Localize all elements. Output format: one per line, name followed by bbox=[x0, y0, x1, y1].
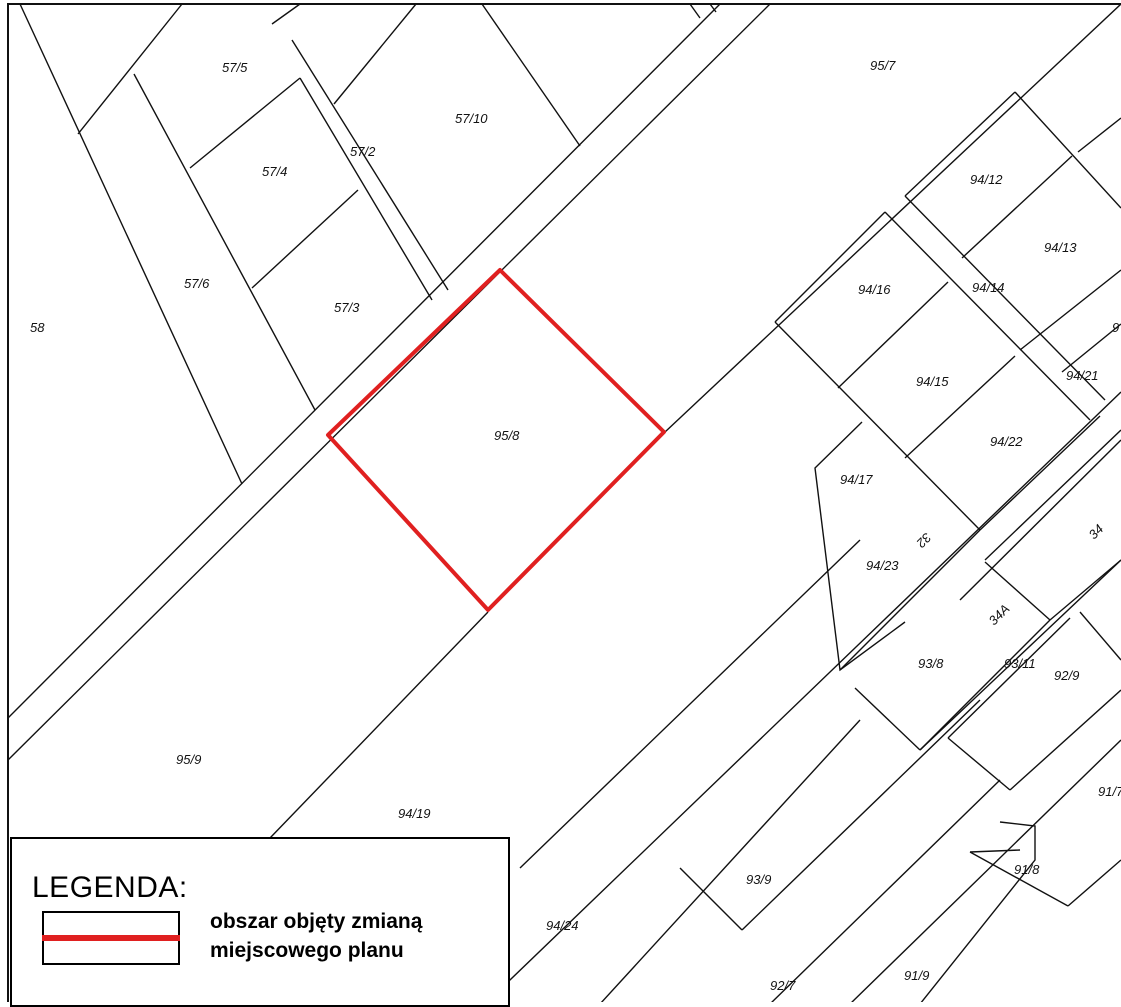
parcel-label: 57/3 bbox=[334, 300, 360, 315]
parcel-label: 94/12 bbox=[970, 172, 1003, 187]
parcel-label: 9 bbox=[1112, 320, 1119, 335]
legend-item-line1: obszar objęty zmianą bbox=[210, 910, 423, 933]
parcel-label: 95/7 bbox=[870, 58, 896, 73]
parcel-label: 91/9 bbox=[904, 968, 929, 983]
legend-box: LEGENDA: obszar objęty zmianą miejscoweg… bbox=[10, 837, 510, 1007]
parcel-label: 92/9 bbox=[1054, 668, 1079, 683]
parcel-label: 57/5 bbox=[222, 60, 248, 75]
legend-swatch bbox=[42, 911, 180, 965]
legend-item-text: obszar objęty zmianą miejscowego planu bbox=[210, 907, 500, 965]
legend-red-line bbox=[42, 935, 180, 941]
legend-item-line2: miejscowego planu bbox=[210, 939, 404, 962]
legend-title: LEGENDA: bbox=[32, 871, 188, 904]
parcel-label: 57/6 bbox=[184, 276, 210, 291]
parcel-labels: 57/5 57/10 57/2 57/4 57/6 57/3 58 95/7 9… bbox=[30, 58, 1121, 993]
highlighted-parcel-outline bbox=[326, 268, 666, 612]
parcel-label: 94/16 bbox=[858, 282, 891, 297]
map-frame bbox=[7, 3, 1121, 1002]
parcel-label: 94/15 bbox=[916, 374, 949, 389]
parcel-label: 94/23 bbox=[866, 558, 899, 573]
parcel-label: 94/22 bbox=[990, 434, 1023, 449]
parcel-label: 95/8 bbox=[494, 428, 520, 443]
parcel-label: 57/2 bbox=[350, 144, 376, 159]
parcel-label: 92/7 bbox=[770, 978, 796, 993]
parcel-label: 57/4 bbox=[262, 164, 287, 179]
parcel-label: 94/24 bbox=[546, 918, 579, 933]
parcel-label: 93/8 bbox=[918, 656, 944, 671]
parcel-label: 94/19 bbox=[398, 806, 431, 821]
parcel-lines bbox=[7, 3, 1121, 1002]
parcel-label: 94/17 bbox=[840, 472, 873, 487]
parcel-label: 57/10 bbox=[455, 111, 488, 126]
parcel-label: 91/8 bbox=[1014, 862, 1040, 877]
parcel-label: 91/7 bbox=[1098, 784, 1121, 799]
parcel-label: 58 bbox=[30, 320, 45, 335]
parcel-label: 94/21 bbox=[1066, 368, 1099, 383]
parcel-label: 95/9 bbox=[176, 752, 201, 767]
parcel-label: 93/9 bbox=[746, 872, 771, 887]
parcel-label: 93/11 bbox=[1004, 656, 1036, 671]
parcel-label: 94/14 bbox=[972, 280, 1005, 295]
parcel-label: 94/13 bbox=[1044, 240, 1077, 255]
